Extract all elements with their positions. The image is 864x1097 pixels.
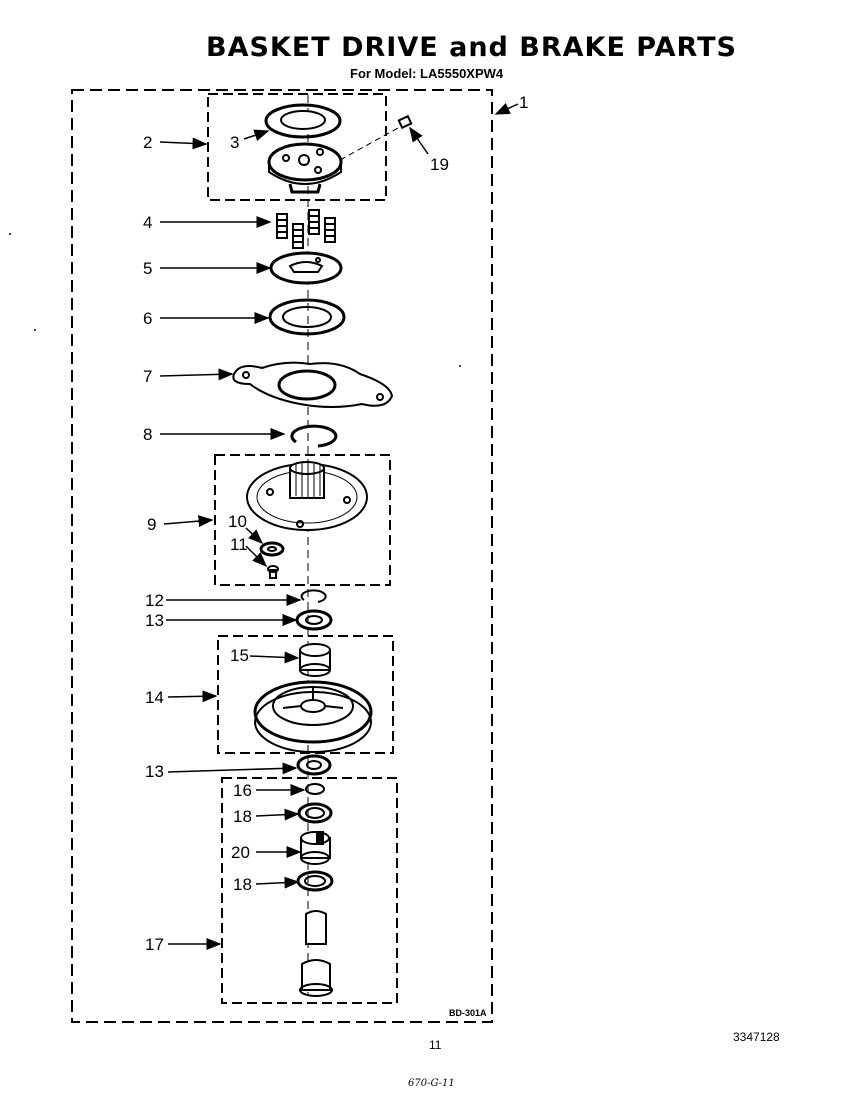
part-16-washer <box>305 783 325 795</box>
group-box-shaft <box>221 777 398 1004</box>
page-title: BASKET DRIVE and BRAKE PARTS <box>206 32 737 63</box>
part-17-shaft <box>299 910 333 997</box>
part-8-snap-ring <box>290 424 338 448</box>
part-12-snap-ring <box>300 589 327 603</box>
part-18-bearing-upper <box>297 802 333 824</box>
diagram-code: BD-301A <box>449 1008 487 1018</box>
group-box-pulley <box>217 635 394 754</box>
page-number: 11 <box>429 1038 442 1052</box>
callout-6: 6 <box>143 309 152 328</box>
callout-18-upper: 18 <box>233 807 252 826</box>
callout-15: 15 <box>230 646 249 665</box>
callout-arrows <box>159 102 519 950</box>
callout-5: 5 <box>143 259 152 278</box>
callout-18-lower: 18 <box>233 875 252 894</box>
callout-19: 19 <box>430 155 449 174</box>
group-box-clutch <box>207 93 387 201</box>
part-13-bearing-upper <box>295 609 333 631</box>
part-7-bracket <box>232 361 394 408</box>
callout-1: 1 <box>519 93 528 112</box>
callout-8: 8 <box>143 425 152 444</box>
callout-13-lower: 13 <box>145 762 164 781</box>
callout-16: 16 <box>233 781 252 800</box>
callout-4: 4 <box>143 213 152 232</box>
assembly-boundary <box>71 89 493 1023</box>
callout-20: 20 <box>231 843 250 862</box>
part-14-pulley <box>253 680 373 753</box>
part-18-bearing-lower <box>296 870 334 892</box>
part-19-pin <box>339 114 413 161</box>
callout-14: 14 <box>145 688 164 707</box>
part-4-springs <box>276 209 336 249</box>
part-2-clutch-disc <box>267 142 343 194</box>
document-number: 3347128 <box>733 1030 780 1044</box>
callout-3: 3 <box>230 133 239 152</box>
part-9-hub <box>246 461 368 531</box>
model-subtitle: For Model: LA5550XPW4 <box>350 66 504 81</box>
callout-2: 2 <box>143 133 152 152</box>
scan-specks <box>9 233 461 367</box>
callout-12: 12 <box>145 591 164 610</box>
callout-17: 17 <box>145 935 164 954</box>
part-13-bearing-lower <box>296 754 332 776</box>
callout-11: 11 <box>230 535 248 554</box>
part-10-washer <box>259 541 285 557</box>
part-15-bushing <box>299 643 331 677</box>
part-11-screw <box>267 565 279 579</box>
part-20-sleeve <box>300 831 331 865</box>
callout-10: 10 <box>228 512 247 531</box>
handwritten-note: 670-G-11 <box>408 1078 455 1089</box>
group-box-hub <box>214 454 391 586</box>
callout-7: 7 <box>143 367 152 386</box>
part-6-ring <box>268 298 346 336</box>
callout-13-upper: 13 <box>145 611 164 630</box>
callout-9: 9 <box>147 515 156 534</box>
part-5-plate <box>269 251 343 285</box>
part-3-ring <box>264 103 342 139</box>
callout-labels: 1 2 3 19 4 5 6 7 8 9 10 11 12 13 15 14 1… <box>143 93 528 1018</box>
